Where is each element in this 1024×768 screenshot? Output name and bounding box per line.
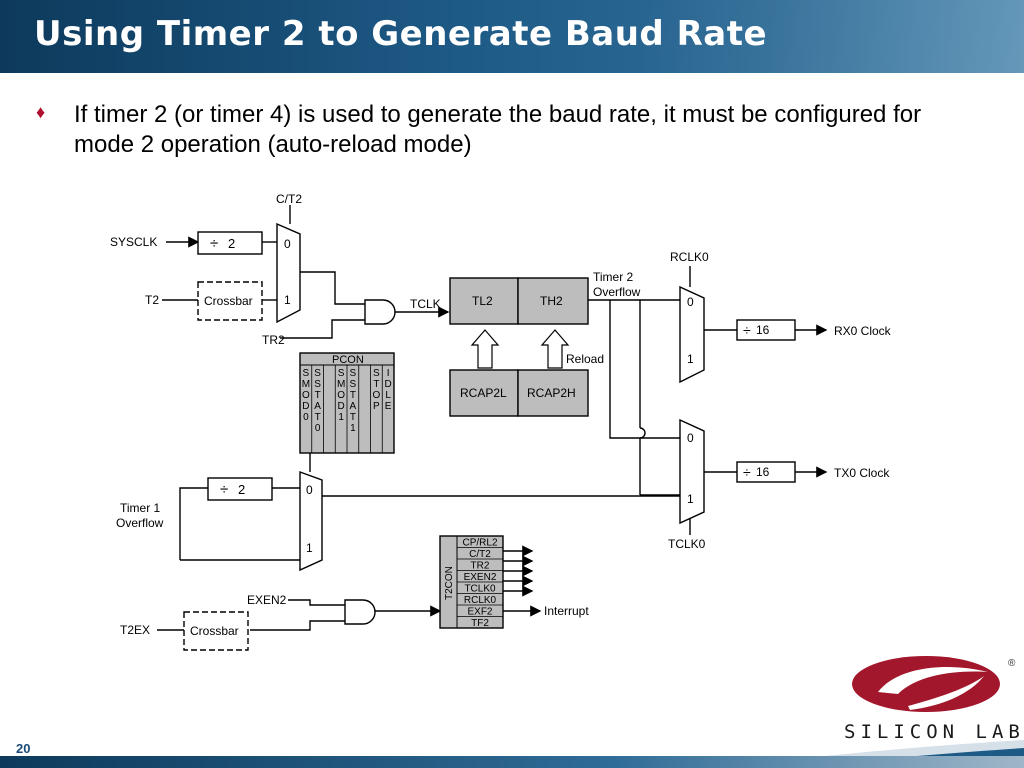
divide-by-2-timer1-label: 2: [238, 482, 245, 497]
rclk0-label: RCLK0: [670, 250, 709, 264]
rx0-clock-label: RX0 Clock: [834, 324, 892, 338]
t2con-bit-cprl2: CP/RL2: [462, 538, 497, 549]
mux-input-1: 1: [284, 293, 291, 307]
rx-clock-mux: [679, 285, 705, 384]
t2ex-label: T2EX: [120, 623, 150, 637]
t2con-bit-tr2: TR2: [471, 561, 490, 572]
logo-text: SILICON LABS: [844, 721, 1024, 743]
crossbar-box-t2: [197, 281, 263, 321]
slide-title: Using Timer 2 to Generate Baud Rate: [34, 14, 768, 54]
crossbar-label-t2: Crossbar: [204, 294, 253, 308]
divide-sign-icon: ÷: [210, 235, 218, 252]
tclk-label: TCLK: [410, 297, 441, 311]
th2-label: TH2: [540, 294, 563, 308]
clock-select-mux: [276, 222, 301, 324]
rx-mux-input-0: 0: [687, 295, 694, 309]
tl2-label: TL2: [472, 294, 493, 308]
and-gate-tr2: [364, 299, 396, 325]
divide-by-2-box-timer1: [207, 477, 273, 501]
diamond-bullet-icon: ♦: [36, 102, 46, 122]
tx-mux-input-1: 1: [687, 492, 694, 506]
page-number: 20: [16, 741, 31, 756]
th2-register: [517, 277, 589, 325]
divide-by-16-rx-label: 16: [756, 323, 770, 337]
timer1-overflow-label-1: Timer 1: [120, 501, 161, 515]
bullet-text: If timer 2 (or timer 4) is used to gener…: [74, 101, 922, 158]
title-bar-shine: [644, 0, 1024, 73]
t2con-bit-tclk0: TCLK0: [464, 584, 496, 595]
timer2-overflow-label-2: Overflow: [593, 285, 641, 299]
t2-label: T2: [145, 293, 159, 307]
and-gate-exen2: [344, 599, 376, 625]
silicon-labs-logo: ® SILICON LABS: [844, 656, 1024, 743]
divide-sign-icon: ÷: [743, 322, 751, 338]
sysclk-label: SYSCLK: [110, 235, 157, 249]
t2con-bit-tf2: TF2: [471, 618, 489, 629]
tx-mux-input-0: 0: [687, 431, 694, 445]
tx-clock-mux: [679, 418, 705, 525]
divide-by-16-rx: [736, 319, 796, 341]
t2con-label: T2CON: [444, 566, 455, 600]
title-bar: Using Timer 2 to Generate Baud Rate: [0, 0, 1024, 73]
reload-label: Reload: [566, 352, 604, 366]
interrupt-label: Interrupt: [544, 604, 589, 618]
divide-sign-icon: ÷: [743, 464, 751, 480]
crossbar-box-t2ex: [183, 611, 249, 651]
timer2-baud-rate-diagram: ÷ 2 Crossbar 0 1 TL2 TH2 RCAP2L RCAP2H 0…: [110, 192, 892, 651]
tx0-clock-label: TX0 Clock: [834, 466, 890, 480]
rcap2h-label: RCAP2H: [527, 386, 576, 400]
divide-by-16-tx: [736, 461, 796, 483]
timer2-overflow-label-1: Timer 2: [593, 270, 634, 284]
tr2-label: TR2: [262, 333, 285, 347]
t2con-bit-exen2: EXEN2: [464, 572, 497, 583]
rcap2l-label: RCAP2L: [460, 386, 507, 400]
smod-select-mux: [299, 471, 323, 572]
crossbar-label-t2ex: Crossbar: [190, 624, 239, 638]
t2con-bit-ct2: C/T2: [469, 549, 491, 560]
logo-registered-mark: ®: [1008, 658, 1016, 669]
bottom-band: [0, 756, 1024, 768]
exen2-label: EXEN2: [247, 593, 287, 607]
smod-mux-input-1: 1: [306, 541, 313, 555]
t2con-bit-exf2: EXF2: [467, 607, 492, 618]
divide-by-16-tx-label: 16: [756, 465, 770, 479]
divide-by-2-box: [197, 231, 263, 255]
divide-sign-icon: ÷: [220, 481, 228, 498]
smod-mux-input-0: 0: [306, 483, 313, 497]
t2con-bit-rclk0: RCLK0: [464, 595, 497, 606]
rx-mux-input-1: 1: [687, 352, 694, 366]
mux-input-0: 0: [284, 237, 291, 251]
pcon-label: PCON: [332, 354, 364, 366]
divide-by-2-label: 2: [228, 236, 235, 251]
rcap2h-register: [517, 369, 589, 417]
timer1-overflow-label-2: Overflow: [116, 516, 164, 530]
tclk0-label: TCLK0: [668, 537, 706, 551]
ct2-label: C/T2: [276, 192, 302, 206]
